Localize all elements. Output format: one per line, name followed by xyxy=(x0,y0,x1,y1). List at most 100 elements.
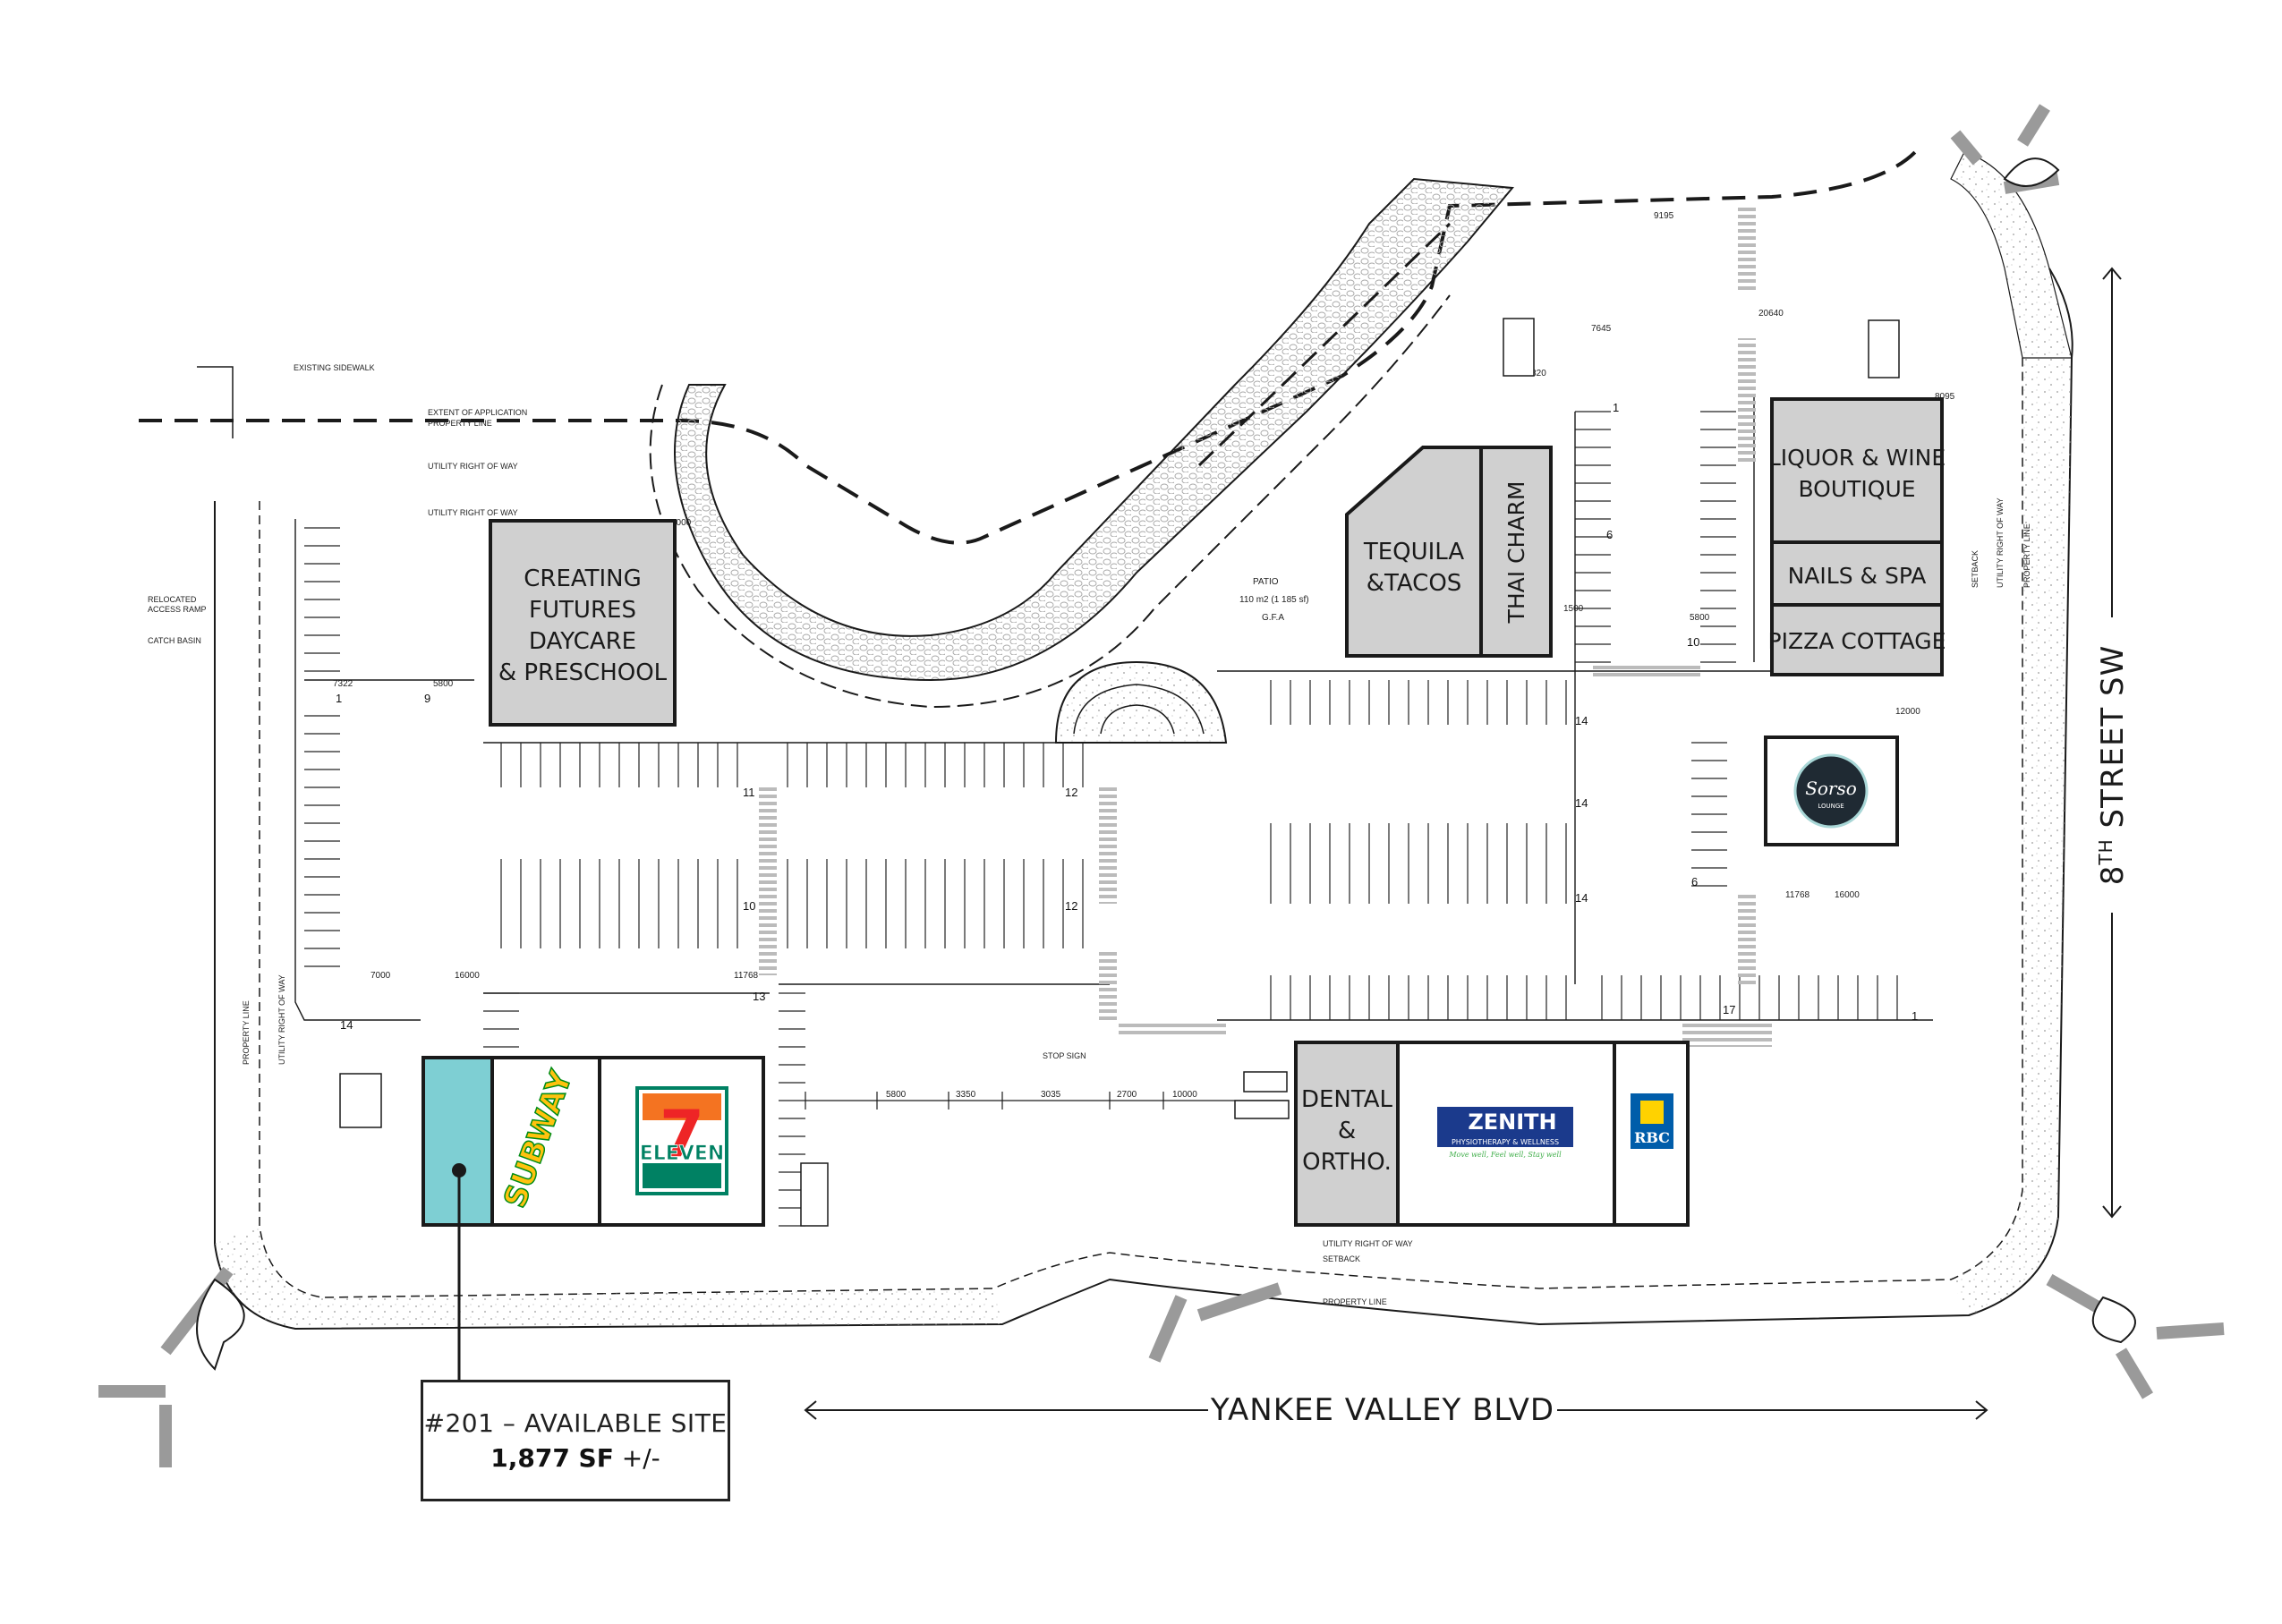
property-line-label-west: PROPERTY LINE xyxy=(242,1000,251,1065)
pizza-cottage-label: PIZZA COTTAGE xyxy=(1768,628,1946,654)
building-tequila-tacos[interactable]: TEQUILA &TACOS xyxy=(1345,446,1483,658)
available-site-area: 1,877 SF xyxy=(490,1443,614,1473)
stall-count: 14 xyxy=(1575,891,1588,905)
daycare-line-1: CREATING xyxy=(524,565,642,592)
building-sorso-lounge[interactable]: Sorso LOUNGE xyxy=(1764,735,1899,846)
dim-4000-e: 11768 xyxy=(1785,890,1810,900)
dim-4000: 11768 xyxy=(734,971,759,981)
dental-line-3: ORTHO. xyxy=(1302,1149,1392,1176)
stall-count: 12 xyxy=(1065,786,1077,799)
stall-count: 6 xyxy=(1606,528,1613,541)
eighth-street-suffix: STREET SW xyxy=(2095,645,2131,839)
dim-20640: 20640 xyxy=(1758,309,1784,319)
dim-2700-e: 16000 xyxy=(1835,890,1860,900)
setback-label-east: SETBACK xyxy=(1971,550,1980,588)
dim-8095: 8095 xyxy=(1935,392,1955,402)
building-pizza-cottage[interactable]: PIZZA COTTAGE xyxy=(1768,603,1946,676)
rbc-logo-text: RBC xyxy=(1634,1129,1670,1146)
stall-count: 1 xyxy=(336,692,342,705)
stall-count: 9 xyxy=(424,692,430,705)
dim-7645: 7645 xyxy=(1591,324,1612,334)
seven-eleven-seven: 7 xyxy=(660,1096,704,1171)
parking-stalls xyxy=(304,411,1898,1227)
zenith-logo: ZENITH PHYSIOTHERAPY & WELLNESS Move wel… xyxy=(1437,1107,1573,1159)
dim-2000: 2700 xyxy=(1117,1090,1137,1100)
building-zenith[interactable]: ZENITH PHYSIOTHERAPY & WELLNESS Move wel… xyxy=(1396,1041,1616,1227)
dental-line-1: DENTAL xyxy=(1301,1086,1393,1113)
sorso-logo-subtext: LOUNGE xyxy=(1818,803,1843,810)
dental-line-2: & xyxy=(1338,1118,1356,1144)
sorso-logo-text: Sorso xyxy=(1805,778,1857,799)
daycare-line-4: & PRESCHOOL xyxy=(498,659,668,686)
stop-sign-label: STOP SIGN xyxy=(1043,1051,1086,1060)
patio-area: 110 m2 (1 185 sf) xyxy=(1239,595,1309,605)
available-site-callout[interactable]: #201 – AVAILABLE SITE 1,877 SF +/- xyxy=(421,1380,730,1501)
sorso-logo: Sorso LOUNGE xyxy=(1793,753,1869,829)
utility-row-label-east: UTILITY RIGHT OF WAY xyxy=(1996,497,2005,588)
daycare-line-2: FUTURES xyxy=(529,597,636,624)
sidewalk-perimeter xyxy=(214,151,2073,1331)
dim-r95: 12000 xyxy=(1895,707,1920,717)
stall-count: 1 xyxy=(1613,401,1619,414)
central-plaza xyxy=(1054,660,1228,744)
stall-count: 17 xyxy=(1723,1003,1735,1016)
dim-16000: 5800 xyxy=(886,1090,907,1100)
stall-count: 10 xyxy=(1687,635,1699,649)
dim-7000: 7000 xyxy=(370,971,391,981)
building-nails-spa[interactable]: NAILS & SPA xyxy=(1770,540,1944,607)
building-thai-charm[interactable]: THAI CHARM xyxy=(1479,446,1553,658)
stall-count: 14 xyxy=(1575,796,1588,810)
utility-row-label-south: UTILITY RIGHT OF WAY xyxy=(1323,1239,1413,1248)
setback-label-south: SETBACK xyxy=(1323,1254,1360,1263)
zenith-logo-subtext: PHYSIOTHERAPY & WELLNESS xyxy=(1452,1138,1559,1146)
thai-charm-label: THAI CHARM xyxy=(1503,481,1529,625)
extent-label: EXTENT OF APPLICATION xyxy=(428,408,527,417)
road-triangles xyxy=(196,157,2136,1371)
building-liquor-wine[interactable]: LIQUOR & WINE BOUTIQUE xyxy=(1768,397,1946,544)
stall-count: 14 xyxy=(340,1018,353,1032)
available-site-area-suffix: +/- xyxy=(613,1443,660,1473)
building-available-201[interactable] xyxy=(421,1056,494,1382)
access-roads xyxy=(98,104,2225,1467)
utility-row-label-west: UTILITY RIGHT OF WAY xyxy=(277,974,286,1065)
stall-count: 11 xyxy=(743,786,755,799)
dim-9195: 9195 xyxy=(1654,211,1674,221)
yankee-valley-label: YANKEE VALLEY BLVD xyxy=(1210,1392,1554,1428)
stall-count: 6 xyxy=(1691,875,1698,889)
tequila-line-1: TEQUILA xyxy=(1363,539,1465,565)
zenith-logo-tagline: Move well, Feel well, Stay well xyxy=(1448,1151,1562,1159)
patio-label: PATIO xyxy=(1253,577,1279,587)
relocated-ramp-label: RELOCATED xyxy=(148,595,197,604)
dim-2500: 4000 xyxy=(671,518,692,528)
utility-row-label-2: UTILITY RIGHT OF WAY xyxy=(428,508,518,517)
arrow-yankee xyxy=(804,1400,1988,1420)
seven-eleven-text: ELEVEN xyxy=(640,1143,725,1165)
building-7-eleven[interactable]: 7 ELEVEN xyxy=(598,1056,765,1227)
nails-spa-label: NAILS & SPA xyxy=(1788,563,1927,589)
liquor-line-1: LIQUOR & WINE xyxy=(1768,445,1946,471)
stall-count: 14 xyxy=(1575,714,1588,727)
stall-count: 12 xyxy=(1065,899,1077,913)
building-subway[interactable]: SUBWAY xyxy=(490,1056,601,1227)
relocated-ramp-label-2: ACCESS RAMP xyxy=(148,605,207,614)
tequila-line-2: &TACOS xyxy=(1367,570,1462,597)
site-fixtures xyxy=(339,318,1900,1227)
dim-11768: 3035 xyxy=(1041,1090,1061,1100)
building-dental-ortho[interactable]: DENTAL & ORTHO. xyxy=(1294,1041,1400,1227)
dim-1500: 1500 xyxy=(1563,604,1584,614)
dim-5800: 5800 xyxy=(1690,613,1710,623)
dim-7322: 7322 xyxy=(333,679,353,689)
seven-eleven-logo: 7 ELEVEN xyxy=(635,1086,728,1195)
property-line-label-east: PROPERTY LINE xyxy=(2022,523,2031,588)
available-site-area-line: 1,877 SF +/- xyxy=(490,1443,660,1473)
eighth-street-label: 8TH STREET SW xyxy=(2095,645,2131,885)
building-daycare[interactable]: CREATING FUTURES DAYCARE & PRESCHOOL xyxy=(489,519,677,727)
dim-6705: 3350 xyxy=(956,1090,976,1100)
stall-count: 10 xyxy=(743,899,755,913)
utility-row-label: UTILITY RIGHT OF WAY xyxy=(428,462,518,471)
patio-gfa: G.F.A xyxy=(1262,613,1284,623)
eighth-street-prefix: 8 xyxy=(2095,865,2131,886)
dim-5800-w: 5800 xyxy=(433,679,454,689)
building-rbc[interactable]: RBC xyxy=(1613,1041,1690,1227)
